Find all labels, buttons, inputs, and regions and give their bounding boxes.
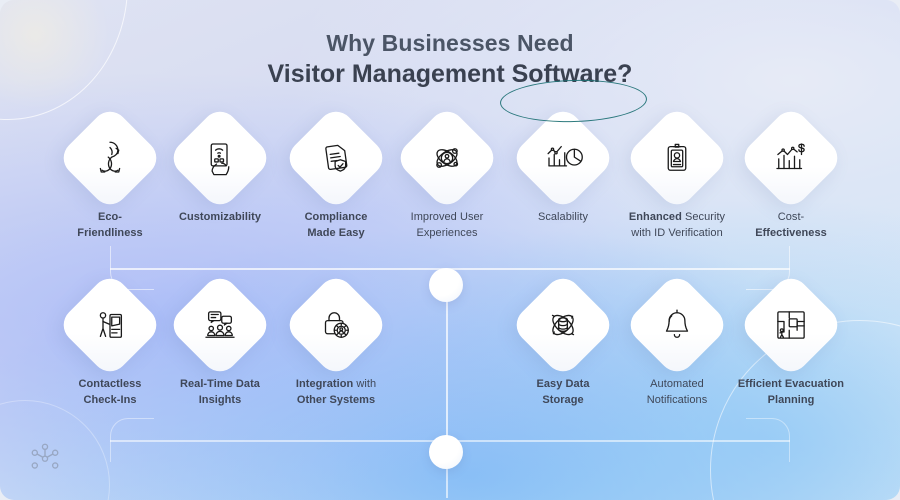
chat-data-people-icon: [182, 287, 258, 363]
floorplan-evacuation-icon: [753, 287, 829, 363]
caption-segment: Integration: [295, 378, 354, 390]
feature-card-tile[interactable]: [282, 104, 390, 212]
feature-card[interactable]: Scalability: [506, 104, 620, 226]
caption-segment: Planning: [767, 393, 815, 406]
caption-segment: Efficient Evacuation: [737, 378, 845, 390]
connector-node-bottom: [429, 435, 463, 469]
caption-segment: Notifications: [646, 393, 708, 406]
feature-card[interactable]: Enhanced Security with ID Verification: [620, 104, 734, 241]
feature-card-tile[interactable]: [166, 271, 274, 379]
feature-card[interactable]: Cost- Effectiveness: [734, 104, 848, 241]
growth-dollar-chart-icon: [753, 120, 829, 196]
feature-card-tile[interactable]: [509, 271, 617, 379]
connector-node-top: [429, 268, 463, 302]
feature-card-label: Scalability: [506, 210, 620, 226]
caption-segment: Check-Ins: [83, 393, 137, 406]
network-nodes-logo-icon: [28, 440, 62, 474]
caption-segment: Other Systems: [296, 393, 376, 406]
id-badge-card-icon: [639, 120, 715, 196]
caption-segment: Easy Data: [536, 378, 590, 390]
caption-segment: Real-Time Data: [180, 378, 260, 390]
feature-card-tile[interactable]: [282, 271, 390, 379]
feature-card[interactable]: Eco- Friendliness: [53, 104, 167, 241]
user-atom-orbit-icon: [409, 120, 485, 196]
eco-leaf-recycle-icon: [72, 120, 148, 196]
feature-card-tile[interactable]: [737, 271, 845, 379]
caption-segment: Cost-: [777, 211, 805, 223]
kiosk-checkin-icon: [72, 287, 148, 363]
caption-segment: Improved User: [410, 211, 484, 223]
caption-segment: Scalability: [537, 211, 589, 223]
feature-card[interactable]: Customizability: [163, 104, 277, 226]
feature-card-tile[interactable]: [737, 104, 845, 212]
caption-segment: Effectiveness: [755, 226, 827, 239]
caption-segment: Made Easy: [307, 226, 365, 239]
feature-card-tile[interactable]: [623, 104, 731, 212]
notification-bell-icon: [639, 287, 715, 363]
caption-segment: Automated: [650, 378, 704, 390]
title-line-1: Why Businesses Need: [326, 30, 574, 56]
feature-card-tile[interactable]: [56, 104, 164, 212]
feature-card-tile[interactable]: [166, 104, 274, 212]
caption-segment: Storage: [542, 393, 584, 406]
caption-segment: with: [353, 378, 377, 390]
document-shield-icon: [298, 120, 374, 196]
database-atom-icon: [525, 287, 601, 363]
page-title: Why Businesses Need Visitor Management S…: [0, 28, 900, 125]
feature-card-tile[interactable]: [623, 271, 731, 379]
feature-card-tile[interactable]: [509, 104, 617, 212]
caption-segment: Enhanced: [628, 211, 682, 223]
caption-segment: with ID Verification: [631, 226, 723, 239]
connector-curve-bottom-right: [746, 418, 790, 462]
caption-segment: Security: [681, 211, 726, 223]
feature-card-tile[interactable]: [56, 271, 164, 379]
feature-card-label: Eco- Friendliness: [53, 210, 167, 241]
feature-card-label: Enhanced Security with ID Verification: [620, 210, 734, 241]
caption-segment: Experiences: [416, 226, 478, 239]
caption-segment: Insights: [198, 393, 242, 406]
caption-segment: Compliance: [304, 211, 368, 223]
caption-segment: Customizability: [178, 211, 262, 223]
feature-card-label: Customizability: [163, 210, 277, 226]
feature-card-label: Cost- Effectiveness: [734, 210, 848, 241]
title-line-2: Visitor Management Software?: [267, 60, 633, 89]
caption-segment: Friendliness: [77, 226, 143, 239]
bar-pie-chart-icon: [525, 120, 601, 196]
connector-curve-bottom-left: [110, 418, 154, 462]
hand-tablet-wifi-icon: [182, 120, 258, 196]
caption-segment: Eco-: [97, 211, 123, 223]
lock-gear-user-icon: [298, 287, 374, 363]
feature-card-tile[interactable]: [393, 104, 501, 212]
caption-segment: Contactless: [78, 378, 142, 390]
